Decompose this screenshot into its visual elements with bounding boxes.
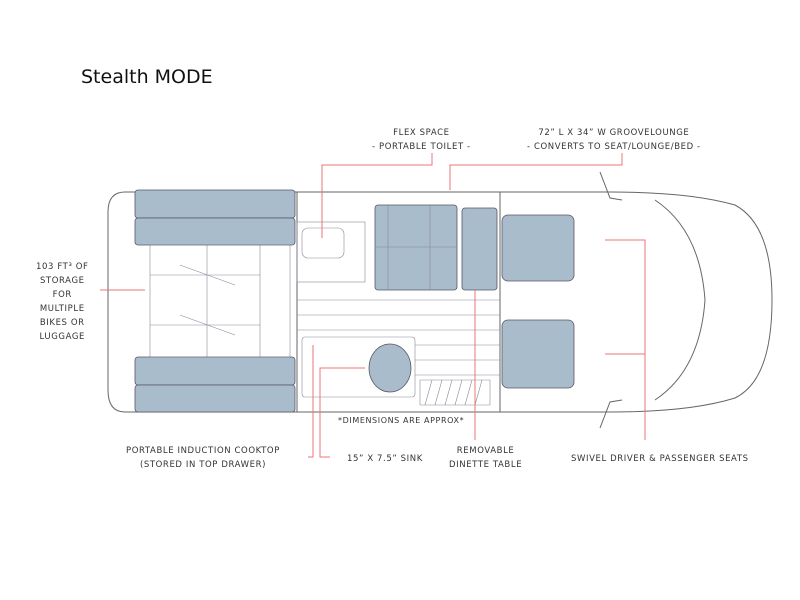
dinette-pad — [461, 207, 498, 291]
label-line: STORAGE — [39, 276, 85, 286]
rear-pad-bottom-2 — [134, 384, 296, 413]
bike-1 — [150, 264, 260, 286]
label-flex-space: FLEX SPACE - PORTABLE TOILET - — [372, 126, 471, 154]
rear-pad-top-1 — [134, 189, 296, 219]
groovelounge — [374, 204, 458, 291]
driver-seat — [501, 214, 575, 282]
toilet — [301, 227, 345, 259]
label-line: - PORTABLE TOILET - — [372, 142, 471, 152]
page-title: Stealth MODE — [81, 66, 213, 88]
bike-2 — [150, 314, 260, 336]
label-groovelounge: 72” L X 34” W GROOVELOUNGE - CONVERTS TO… — [527, 126, 701, 154]
step-hatch — [419, 379, 491, 406]
label-sink: 15” X 7.5” SINK — [347, 454, 423, 464]
van-body-outline — [107, 191, 773, 413]
label-dinette: REMOVABLE DINETTE TABLE — [449, 444, 522, 472]
label-line: FLEX SPACE — [393, 128, 450, 138]
mirror-top — [599, 171, 623, 201]
dimensions-note: *DIMENSIONS ARE APPROX* — [338, 416, 465, 425]
mirror-bottom — [599, 399, 623, 429]
floor-planks — [297, 299, 500, 376]
label-line: 72” L X 34” W GROOVELOUNGE — [538, 128, 690, 138]
label-line: FOR — [52, 290, 72, 300]
bike-rack — [149, 244, 291, 358]
label-storage: 103 FT³ OF STORAGE FOR MULTIPLE BIKES OR… — [36, 260, 89, 344]
label-line: BIKES OR — [39, 318, 85, 328]
toilet-cabinet — [296, 221, 366, 283]
label-line: REMOVABLE — [456, 446, 515, 456]
callout-lines — [100, 153, 646, 458]
label-line: - CONVERTS TO SEAT/LOUNGE/BED - — [527, 142, 701, 152]
label-cooktop: PORTABLE INDUCTION COOKTOP (STORED IN TO… — [126, 444, 280, 472]
label-line: (STORED IN TOP DRAWER) — [139, 460, 266, 470]
label-line: PORTABLE INDUCTION COOKTOP — [126, 446, 280, 456]
kitchen-counter — [301, 336, 416, 398]
label-line: DINETTE TABLE — [449, 460, 523, 470]
label-line: 103 FT³ OF — [36, 262, 89, 272]
label-seats: SWIVEL DRIVER & PASSENGER SEATS — [571, 454, 749, 464]
label-line: MULTIPLE — [39, 304, 85, 314]
sink-basin — [368, 343, 412, 393]
rear-pad-top-2 — [134, 217, 296, 246]
passenger-seat — [501, 319, 575, 389]
label-line: LUGGAGE — [39, 332, 86, 342]
rear-pad-bottom-1 — [134, 356, 296, 386]
windshield — [654, 199, 706, 401]
